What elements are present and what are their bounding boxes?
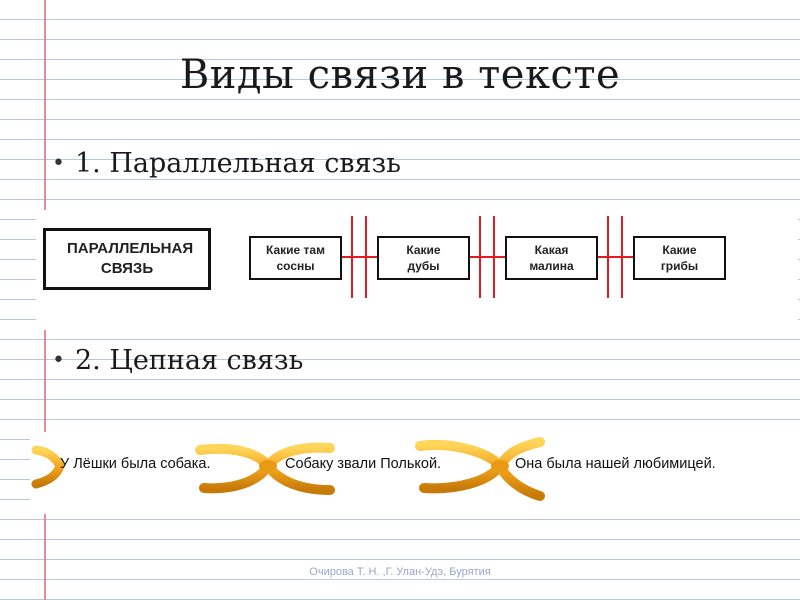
chain-sentence-2: Собаку звали Полькой. <box>285 456 442 472</box>
bullet-chain-text: 2. Цепная связь <box>74 345 304 376</box>
bullet-dot: • <box>52 348 65 373</box>
bullet-parallel: • 1. Параллельная связь <box>52 148 401 179</box>
footer-credit: Очирова Т. Н. ,Г. Улан-Удэ, Бурятия <box>309 566 491 578</box>
slide-title: Виды связи в тексте <box>179 52 621 98</box>
parallel-connector-3 <box>598 216 633 298</box>
parallel-box-1-label: Какие там сосны <box>266 242 325 273</box>
chain-sentence-3: Она была нашей любимицей. <box>515 456 716 472</box>
parallel-box-2-label: Какие дубы <box>406 242 441 273</box>
parallel-box-4: Какие грибы <box>633 236 726 280</box>
parallel-main-label: ПАРАЛЛЕЛЬНАЯ СВЯЗЬ <box>67 239 194 277</box>
parallel-box-1: Какие там сосны <box>249 236 342 280</box>
chain-sentence-1: У Лёшки была собака. <box>60 456 211 472</box>
chain-diagram-background <box>30 432 800 514</box>
parallel-connector-1 <box>342 216 377 298</box>
chain-link-left-icon <box>31 445 65 489</box>
parallel-connector-2 <box>470 216 505 298</box>
parallel-main-box: ПАРАЛЛЕЛЬНАЯ СВЯЗЬ <box>43 228 211 290</box>
chain-link-2-icon <box>415 437 545 501</box>
parallel-box-3-label: Какая малина <box>529 242 574 273</box>
bullet-chain: • 2. Цепная связь <box>52 345 303 376</box>
parallel-box-2: Какие дубы <box>377 236 470 280</box>
chain-link-1-icon <box>195 442 335 495</box>
bullet-parallel-text: 1. Параллельная связь <box>74 148 401 179</box>
parallel-box-3: Какая малина <box>505 236 598 280</box>
bullet-dot: • <box>52 151 65 176</box>
parallel-box-4-label: Какие грибы <box>660 242 699 273</box>
